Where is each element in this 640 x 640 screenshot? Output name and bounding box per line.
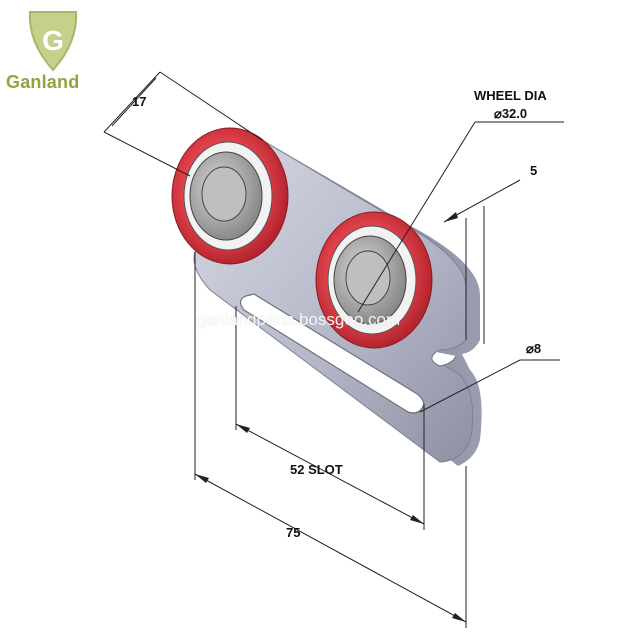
dimension-arrows <box>195 212 466 622</box>
diameter-symbol-icon: ⌀ <box>526 341 534 356</box>
hole-notch <box>431 351 457 367</box>
wheel-left <box>171 127 289 265</box>
dim-wheel-dia: ⌀32.0 <box>494 106 527 122</box>
wheel-right <box>315 211 433 349</box>
slot <box>239 293 425 414</box>
dim-thickness: 17 <box>132 94 147 109</box>
svg-text:G: G <box>42 25 64 56</box>
brand-name: Ganland <box>6 72 80 92</box>
dim-length: 75 <box>286 525 301 540</box>
shield-logo-icon: G <box>28 11 78 72</box>
dim-wheel-dia-label: WHEEL DIA <box>474 88 547 103</box>
dim-plate-thickness: 5 <box>530 163 538 178</box>
dim-hole-value: 8 <box>533 341 542 356</box>
diameter-symbol-icon: ⌀ <box>494 106 502 121</box>
dim-slot: 52 SLOT <box>290 462 343 477</box>
watermark: ganlandparts.bossgoo.com <box>196 310 401 329</box>
dim-wheel-dia-value: 32.0 <box>501 106 528 121</box>
dimension-lines <box>103 71 564 628</box>
dim-hole: ⌀8 <box>526 341 541 357</box>
